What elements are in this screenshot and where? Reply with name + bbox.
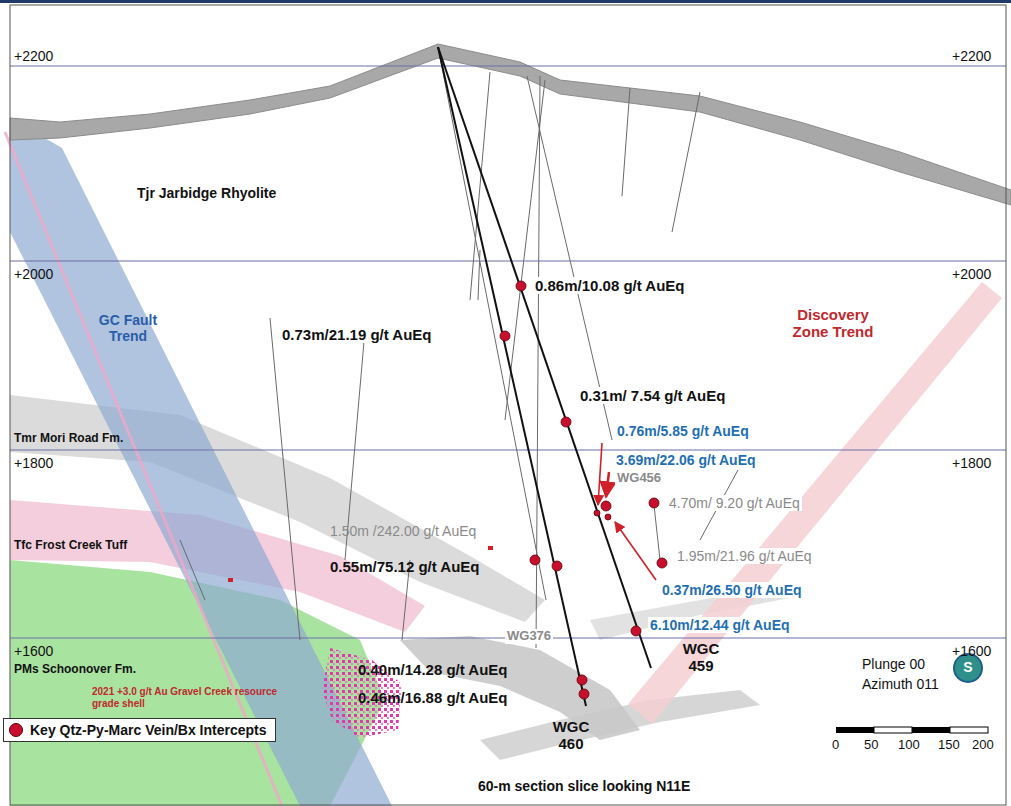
discovery-zone-band <box>628 282 1002 724</box>
hole-label: WGC 459 <box>676 640 726 675</box>
unit-label: Tfc Frost Creek Tuff <box>14 539 127 553</box>
intercept-dots <box>500 281 667 699</box>
intercept-label: 0.40m/14.28 g/t AuEq <box>358 661 508 678</box>
elevation-label: +1600 <box>14 643 53 659</box>
shell-fragment <box>488 546 493 550</box>
scale-number: 0 <box>832 738 839 753</box>
section-note: 60-m section slice looking N11E <box>478 778 690 794</box>
elevation-label: +2200 <box>952 48 991 64</box>
view-label: Azimuth 011 <box>862 676 939 692</box>
shell-label: 2021 +3.0 g/t Au Gravel Creek resource g… <box>92 686 282 709</box>
elevation-label: +1600 <box>952 643 991 659</box>
main-drill-holes <box>438 47 651 706</box>
unit-label: PMs Schoonover Fm. <box>14 663 136 677</box>
intercept-label: 0.37m/26.50 g/t AuEq <box>660 582 804 598</box>
scale-number: 150 <box>938 738 960 753</box>
hole-label: WGC 460 <box>546 718 596 753</box>
unit-label: Tmr Mori Road Fm. <box>14 432 123 446</box>
fault-margin <box>5 132 282 806</box>
hole-label: WG456 <box>615 471 663 486</box>
intercept-label: 0.55m/75.12 g/t AuEq <box>330 558 480 575</box>
intercept-label: 3.69m/22.06 g/t AuEq <box>614 452 758 468</box>
grey-unit-band <box>480 690 760 760</box>
frame <box>10 5 1006 805</box>
elevation-label: +1800 <box>14 455 53 471</box>
legend-item: Key Qtz-Py-Marc Vein/Bx Intercepts <box>3 718 276 742</box>
intercept-label: 1.95m/21.96 g/t AuEq <box>675 548 814 564</box>
intercept-label: 1.50m /242.00 g/t AuEq <box>330 523 476 539</box>
topography-surface <box>10 44 1011 205</box>
intercept-label: 6.10m/12.44 g/t AuEq <box>648 617 792 633</box>
trend-label: GC Fault Trend <box>92 312 164 344</box>
elevation-label: +2200 <box>14 48 53 64</box>
unit-label: Tjr Jarbidge Rhyolite <box>137 185 276 201</box>
view-label: Plunge 00 <box>862 656 925 672</box>
trend-label: Discovery Zone Trend <box>778 306 888 341</box>
shell-fragment <box>228 578 233 582</box>
intercept-label: 0.73m/21.19 g/t AuEq <box>280 326 434 343</box>
intercept-label: 0.86m/10.08 g/t AuEq <box>533 277 687 294</box>
scale-number: 50 <box>864 738 878 753</box>
top-bar <box>0 0 1011 3</box>
scale-bar <box>836 727 988 733</box>
elevation-lines <box>10 66 1006 638</box>
intercept-label: 0.46m/16.88 g/t AuEq <box>358 689 508 706</box>
legend-text: Key Qtz-Py-Marc Vein/Bx Intercepts <box>30 722 267 738</box>
elevation-label: +2000 <box>14 266 53 282</box>
scale-number: 200 <box>972 738 994 753</box>
intercept-label: 4.70m/ 9.20 g/t AuEq <box>667 495 802 511</box>
logo-letter: S <box>961 659 975 675</box>
intercept-label: 0.76m/5.85 g/t AuEq <box>615 423 751 439</box>
elevation-label: +2000 <box>952 266 991 282</box>
hole-label: WG376 <box>505 629 553 644</box>
elevation-label: +1800 <box>952 455 991 471</box>
scale-number: 100 <box>898 738 920 753</box>
legend-swatch <box>9 723 23 737</box>
intercept-label: 0.31m/ 7.54 g/t AuEq <box>578 387 727 404</box>
